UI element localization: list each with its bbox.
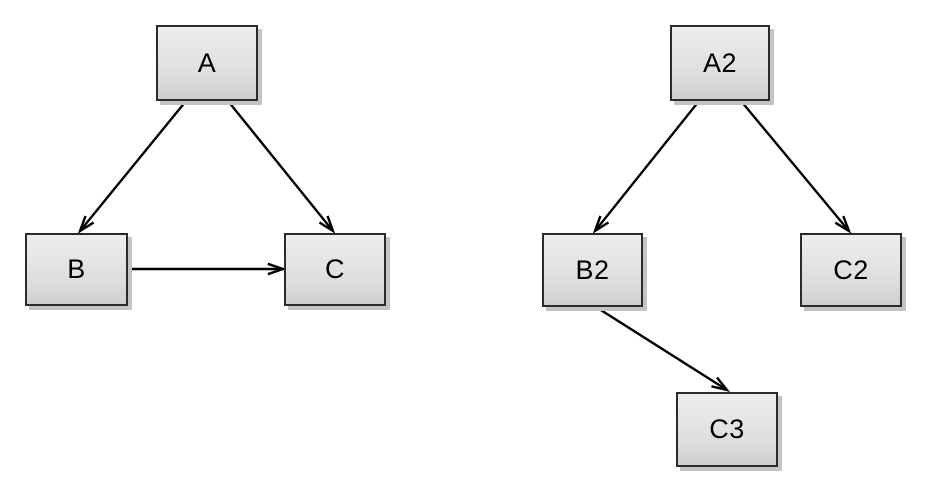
node-c3-label: C3 (709, 414, 745, 444)
edge-a-c (227, 100, 336, 234)
edge-b-c (128, 262, 287, 276)
edge-a-b (77, 100, 187, 234)
node-b2[interactable]: B2 (542, 233, 643, 307)
edge-a2-c2 (740, 100, 852, 234)
node-a2-label: A2 (702, 47, 738, 78)
node-c2[interactable]: C2 (800, 233, 902, 307)
node-a2[interactable]: A2 (670, 25, 770, 101)
node-c-label: C (325, 254, 345, 284)
node-b[interactable]: B (25, 233, 128, 306)
node-c2-label: C2 (833, 254, 869, 285)
edge-a2-b2 (592, 100, 700, 234)
node-a[interactable]: A (156, 25, 258, 101)
edge-b2-c3 (595, 305, 731, 392)
node-a-label: A (197, 47, 217, 78)
node-c[interactable]: C (284, 233, 386, 306)
node-c3[interactable]: C3 (676, 392, 778, 467)
node-b2-label: B2 (575, 254, 610, 285)
node-b-label: B (67, 254, 86, 284)
